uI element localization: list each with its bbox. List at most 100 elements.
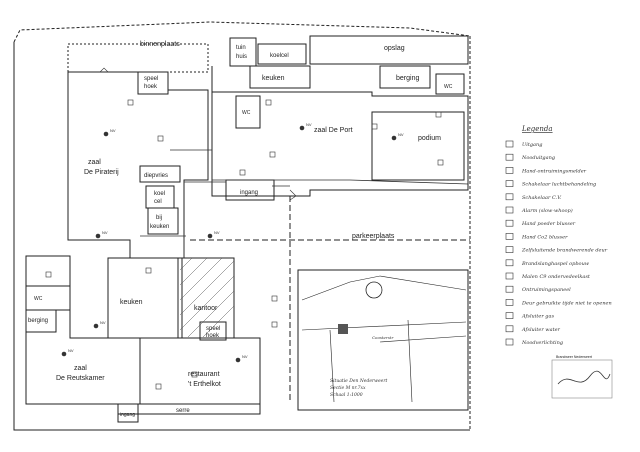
nv-symbol: NV [95, 230, 108, 239]
label-restaurant: restaurant [188, 371, 220, 378]
svg-text:NV: NV [110, 128, 116, 133]
label-bij: bij [156, 215, 162, 221]
legend-item-label: Hand Co2 blusser [521, 234, 568, 240]
legend-symbol-icon [505, 219, 514, 227]
symbol-box [45, 271, 52, 278]
legend-item-label: Noodverlichting [521, 340, 563, 346]
symbol-box [127, 99, 134, 106]
zaal-piraterij-walls [67, 71, 209, 259]
signature-stamp: Brandweer Nederweert [551, 355, 613, 399]
legend-symbol-icon [505, 206, 514, 214]
legend-item-label: Alarm (slow-whoop) [521, 207, 573, 214]
label-opslag: opslag [384, 45, 405, 52]
legend-symbol-icon [505, 167, 514, 174]
label-berging-left: berging [28, 318, 48, 324]
label-zaal-reutskamer-1: zaal [74, 365, 87, 372]
signature-scribble [557, 370, 611, 385]
boundary-top [13, 21, 471, 43]
zaal-deport-walls [211, 66, 469, 197]
legend-item-label: Hand-ontruimingsmelder [521, 168, 587, 174]
label-ingang-bottom: ingang [120, 412, 135, 418]
label-hoek-top: hoek [144, 84, 158, 90]
label-cel: cel [154, 199, 162, 205]
ingang-bottom-box [117, 403, 139, 423]
legend-item-label: Brandslanghaspel opbouw [521, 261, 590, 267]
inset-title-3: Schaal 1:1000 [330, 392, 363, 398]
inset-north-dial [365, 281, 383, 299]
speelhoek-low-room [199, 321, 227, 341]
legend-item-label: Ontruimingspaneel [522, 287, 571, 293]
legend-symbol-icon [505, 312, 514, 319]
legend-item-label: Afsluiter gas [521, 314, 554, 320]
label-zaal-deport: zaal De Port [314, 127, 353, 134]
exit-arrow-icon [99, 67, 109, 73]
legend-symbol-icon [505, 299, 514, 306]
legend-symbol-icon [505, 285, 514, 293]
legend-symbol-icon [505, 246, 514, 253]
symbol-box [269, 151, 276, 158]
label-parkeerplaats: parkeerplaats [352, 233, 395, 240]
label-keuken-top: keuken [262, 75, 285, 82]
inset-building [338, 324, 348, 334]
label-speel-low: speel [206, 326, 220, 332]
label-kantoor: kantoor [194, 305, 218, 312]
label-serre: serre [176, 408, 190, 414]
opslag-room [309, 35, 469, 65]
label-wc-mid: WC [242, 110, 251, 116]
label-hoek-low: hoek [206, 333, 220, 339]
legend-symbol-icon [505, 338, 514, 346]
kantoor-hatching [179, 257, 235, 338]
symbol-box [435, 111, 442, 118]
symbol-box [145, 267, 152, 274]
corridor-line-3 [140, 235, 186, 258]
symbol-box [371, 123, 378, 130]
wc-left-room [25, 285, 71, 311]
nv-symbol: NV [93, 320, 106, 329]
symbol-box [271, 321, 278, 328]
stamp-line: Brandweer Nederweert [556, 355, 592, 359]
svg-text:NV: NV [102, 230, 108, 235]
legend-item-label: Malen C9 ondervedeelkast [521, 274, 591, 280]
label-speel-top: speel [144, 76, 158, 82]
legend-symbol-icon [505, 153, 514, 161]
nv-symbol: NV [391, 132, 404, 141]
label-zaal-reutskamer-2: De Reutskamer [56, 375, 105, 382]
corridor-line-2 [184, 181, 290, 187]
svg-text:NV: NV [242, 354, 248, 359]
inset-street: Coosterstr [372, 335, 394, 340]
svg-text:NV: NV [306, 122, 312, 127]
label-berging-top: berging [396, 75, 419, 82]
symbol-box [155, 383, 162, 390]
bijkeuken-room [147, 207, 179, 235]
legend-item-label: Deur gebruikte tijde niet te openen [521, 300, 612, 306]
legend-title: Legenda [521, 125, 553, 133]
label-wc-top-right: WC [444, 84, 453, 90]
label-diepvries: diepvries [144, 173, 168, 179]
label-koelcel-top: koelcel [270, 53, 289, 59]
podium-area [371, 111, 465, 181]
symbol-box [271, 295, 278, 302]
legend-symbol-icon [505, 140, 514, 148]
label-huis: huis [236, 54, 247, 60]
koelcel-top-room [257, 43, 307, 65]
label-koel: koel [154, 191, 165, 197]
label-zaal-piraterij-1: zaal [88, 159, 101, 166]
boundary-left [13, 42, 470, 431]
exit-arrow-icon [289, 189, 297, 201]
symbol-box [265, 99, 272, 106]
nv-symbol: NV [235, 354, 248, 363]
svg-text:NV: NV [214, 230, 220, 235]
legend-item-label: Uitgang [522, 142, 542, 148]
tuinhuis-room [229, 37, 257, 67]
symbol-box [157, 135, 164, 142]
inset-title-2: Sectie M nr.7xx [330, 385, 366, 391]
corridor-line-1 [170, 149, 469, 185]
legend-item-label: Schakelaar luchtbehandeling [522, 182, 596, 188]
nv-symbol: NV [61, 348, 74, 357]
legend-item-label: Hand poeder blusser [521, 221, 576, 227]
inset-map-frame [297, 269, 469, 411]
svg-text:NV: NV [100, 320, 106, 325]
legend-item-label: Nooduitgang [521, 155, 555, 161]
wc-top-right-room [435, 73, 465, 95]
